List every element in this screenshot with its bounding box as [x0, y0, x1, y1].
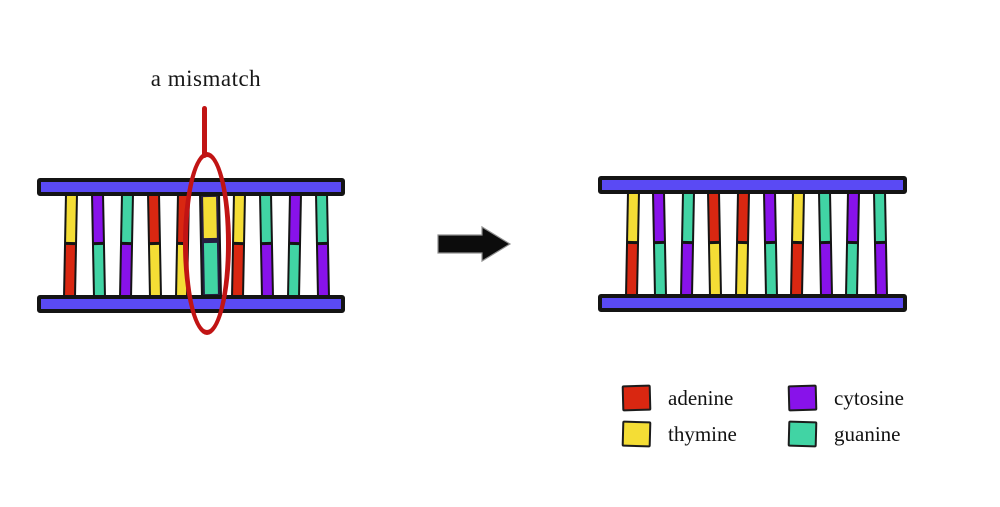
base-pair-rung — [286, 191, 302, 300]
base-segment-cytosine — [681, 243, 692, 297]
thymine-color-swatch — [621, 420, 652, 448]
base-segment-guanine — [874, 191, 885, 241]
base-color-legend: adenine thymine cytosine guanine — [621, 384, 904, 448]
base-segment-cytosine — [654, 191, 665, 241]
base-pair-rung — [230, 191, 246, 300]
legend-item-adenine: adenine — [621, 384, 788, 412]
base-segment-guanine — [121, 193, 132, 243]
annotation-pointer-line — [202, 106, 207, 158]
base-pair-rung — [845, 189, 861, 299]
cytosine-color-swatch — [787, 384, 818, 412]
base-pair-rung — [90, 191, 106, 300]
guanine-color-swatch — [787, 420, 818, 448]
base-segment-cytosine — [92, 193, 103, 243]
base-pair-rung — [872, 189, 888, 299]
adenine-color-swatch — [621, 384, 652, 412]
base-segment-cytosine — [289, 193, 300, 243]
base-pair-rung — [679, 189, 695, 299]
base-segment-guanine — [316, 193, 327, 243]
mismatch-highlight-ellipse — [183, 152, 231, 335]
base-segment-adenine — [148, 193, 159, 243]
base-pair-rung — [624, 189, 640, 299]
base-pair-rung — [652, 189, 668, 299]
mismatch-annotation-label: a mismatch — [150, 66, 262, 91]
base-segment-cytosine — [261, 245, 272, 298]
dna-ladder-after — [598, 176, 907, 312]
base-segment-thymine — [793, 191, 804, 241]
base-segment-cytosine — [317, 245, 328, 298]
base-segment-adenine — [792, 243, 803, 297]
legend-item-guanine: guanine — [787, 420, 904, 448]
base-segment-cytosine — [764, 191, 775, 241]
base-segment-adenine — [64, 245, 75, 298]
base-segment-thymine — [149, 245, 160, 298]
right-arrow-icon — [437, 225, 512, 263]
base-segment-cytosine — [875, 243, 886, 297]
base-segment-cytosine — [820, 243, 831, 297]
base-segment-guanine — [819, 191, 830, 241]
base-segment-adenine — [626, 243, 637, 297]
base-segment-thymine — [65, 193, 76, 243]
base-segment-adenine — [709, 191, 720, 241]
base-pair-rung — [790, 189, 806, 299]
base-pair-rung — [314, 191, 330, 300]
base-segment-thymine — [233, 193, 244, 243]
base-segment-guanine — [93, 245, 104, 298]
base-segment-guanine — [260, 193, 271, 243]
base-segment-thymine — [736, 243, 747, 297]
base-segment-cytosine — [120, 245, 131, 298]
legend-label-guanine: guanine — [834, 421, 901, 446]
base-pair-rung — [118, 191, 134, 300]
base-pair-rung — [62, 191, 78, 300]
legend-item-cytosine: cytosine — [787, 384, 904, 412]
legend-label-thymine: thymine — [668, 421, 737, 446]
base-segment-guanine — [847, 243, 858, 297]
base-pair-rung — [817, 189, 833, 299]
base-segment-adenine — [737, 191, 748, 241]
legend-label-cytosine: cytosine — [834, 385, 904, 410]
base-segment-cytosine — [848, 191, 859, 241]
base-pair-rung — [146, 191, 162, 300]
base-pair-rungs — [598, 176, 907, 312]
base-segment-thymine — [710, 243, 721, 297]
base-pair-rung — [258, 191, 274, 300]
base-segment-guanine — [765, 243, 776, 297]
legend-item-thymine: thymine — [621, 420, 788, 448]
base-segment-guanine — [288, 245, 299, 298]
base-pair-rung — [734, 189, 750, 299]
dna-backbone-top — [598, 176, 907, 194]
dna-backbone-bottom — [598, 294, 907, 312]
base-segment-adenine — [232, 245, 243, 298]
base-segment-guanine — [655, 243, 666, 297]
base-segment-thymine — [627, 191, 638, 241]
base-segment-guanine — [682, 191, 693, 241]
base-pair-rung — [762, 189, 778, 299]
base-pair-rung — [707, 189, 723, 299]
legend-label-adenine: adenine — [668, 385, 734, 410]
